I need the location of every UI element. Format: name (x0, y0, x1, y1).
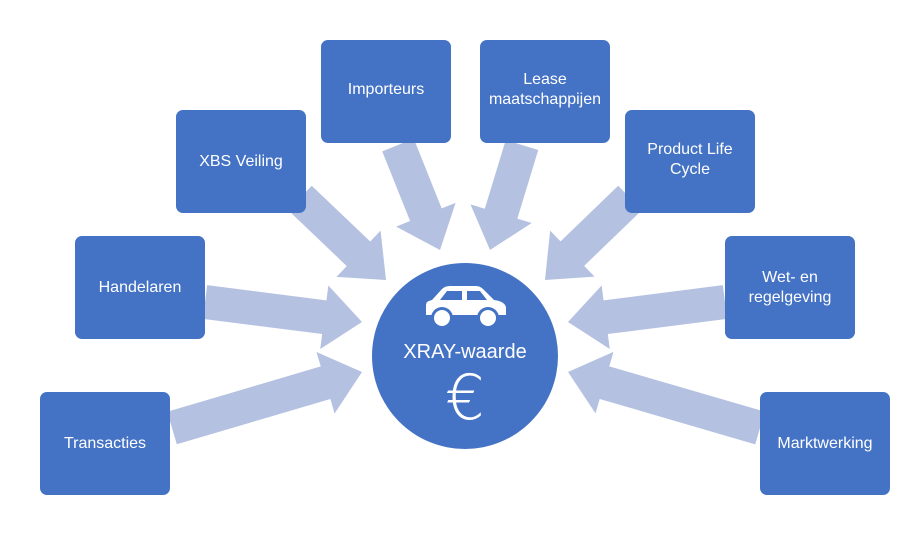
center-label: XRAY-waarde (403, 341, 527, 363)
car-icon (426, 286, 506, 329)
source-box-transacties: Transacties (40, 392, 170, 495)
arrow-importeurs (382, 138, 456, 250)
source-label: Marktwerking (777, 434, 873, 452)
source-box-lease: Lease maatschappijen (480, 40, 610, 143)
source-box-xbs-veiling: XBS Veiling (176, 110, 306, 213)
arrow-product-life-cycle (545, 185, 642, 280)
arrow-lease (470, 140, 539, 250)
source-label: Wet- en regelgeving (748, 268, 832, 306)
arrow-wet-regelgeving (568, 285, 728, 349)
source-label: Importeurs (347, 81, 425, 98)
source-box-handelaren: Handelaren (75, 236, 205, 339)
source-label: XBS Veiling (199, 152, 283, 170)
arrow-xbs-veiling (288, 185, 386, 280)
source-label: Product Life Cycle (647, 141, 733, 178)
source-label: Handelaren (98, 278, 182, 296)
source-label: Transacties (63, 434, 147, 452)
arrow-transacties (167, 352, 362, 445)
source-label: Lease maatschappijen (488, 71, 602, 108)
euro-icon: € (445, 361, 485, 434)
arrow-handelaren (202, 285, 362, 349)
source-box-wet-regelgeving: Wet- en regelgeving (725, 236, 855, 339)
arrow-marktwerking (568, 351, 765, 445)
source-box-importeurs: Importeurs (321, 40, 451, 143)
center-circle: XRAY-waarde € (372, 263, 558, 449)
source-box-marktwerking: Marktwerking (760, 392, 890, 495)
source-box-product-life-cycle: Product Life Cycle (625, 110, 755, 213)
